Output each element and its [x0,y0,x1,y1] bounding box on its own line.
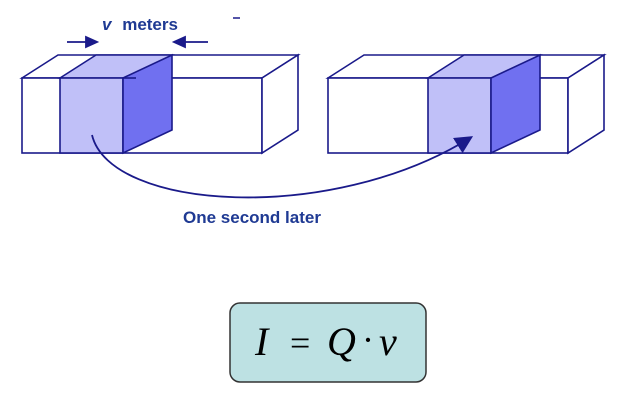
charge-slice-left [57,53,175,155]
one-second-later-label: One second later [183,208,321,227]
charge-slice-right [425,53,543,155]
formula-equals: = [290,323,310,363]
formula-box [229,302,427,383]
v-meters-label: v meters [102,15,178,34]
v-variable: v [102,15,113,34]
formula-current: I [254,319,270,364]
meters-unit: meters [122,15,178,34]
formula-dot: · [362,320,374,360]
transition-arrow [91,134,474,199]
formula-charge: Q [327,319,356,364]
formula-velocity: v [379,319,397,364]
formula: I = Q · v [254,319,397,364]
width-indicator [67,35,208,49]
